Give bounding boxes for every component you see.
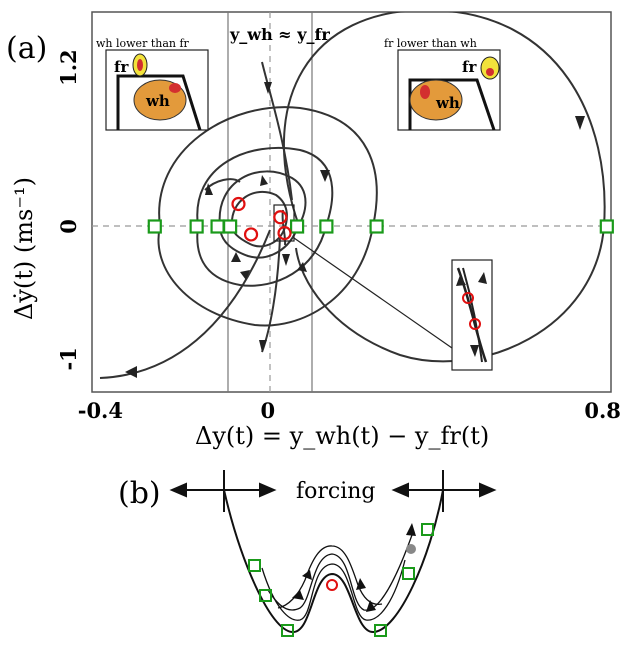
arrowhead-medium — [320, 170, 330, 182]
arrowhead-entry — [264, 82, 272, 94]
green-square-6 — [319, 219, 334, 234]
arrowhead-exit — [125, 366, 137, 378]
orbit-arrowhead-2 — [302, 570, 312, 580]
green-square-3 — [210, 219, 225, 234]
red-circle-2 — [243, 227, 259, 242]
panel-b-label: (b) — [118, 476, 161, 511]
zoom-inset-arrow-3 — [470, 345, 479, 357]
green-square-5 — [289, 219, 305, 234]
top-label: y_wh ≈ y_fr — [229, 25, 330, 44]
trajectory-exit-bottom-left — [99, 229, 271, 379]
x-tick-label: 0 — [260, 398, 275, 423]
arrowhead-left — [205, 183, 213, 195]
forcing-arrows — [169, 470, 497, 512]
arrowheads — [125, 82, 585, 378]
inset-left-wheel-contact — [169, 83, 181, 93]
inset-right-frame-contact — [486, 68, 494, 76]
inset-left-label-fr: fr — [114, 58, 129, 76]
inset-right: fr lower than wh fr wh — [384, 37, 501, 131]
inset-left: wh lower than fr fr wh — [96, 37, 209, 131]
red-circle-markers — [231, 196, 292, 242]
zoom-inset-arrow-1 — [456, 275, 466, 286]
zoom-inset-arrow-2 — [478, 272, 487, 284]
x-tick-label: 0.8 — [584, 398, 621, 423]
trajectory-big-loop — [283, 12, 606, 363]
inset-right-label-fr: fr — [462, 58, 477, 76]
inset-left-frame-contact — [137, 59, 143, 71]
panel-b-square-2 — [259, 589, 272, 602]
arrowhead-center — [282, 254, 290, 266]
x-axis-title: Δy(t) = y_wh(t) − y_fr(t) — [195, 422, 489, 450]
orbit-arrowhead-1 — [292, 590, 304, 600]
orbit-arrowheads — [292, 523, 416, 612]
panel-b-square-4 — [374, 624, 387, 637]
zoom-inset-red-circle-1 — [462, 292, 474, 304]
arrowhead-lower-tail — [259, 340, 267, 352]
panel-b-square-1 — [248, 559, 261, 572]
x-tick-labels: -0.4 0 0.8 — [78, 398, 621, 423]
forcing-arrow-right-head-1 — [391, 482, 409, 498]
inset-right-title: fr lower than wh — [384, 37, 477, 50]
plot-frame — [91, 11, 612, 393]
trajectory-entry-top — [261, 61, 293, 201]
forcing-arrow-right-head-2 — [479, 482, 497, 498]
red-circle-4 — [277, 226, 292, 241]
arrowhead-inner-2 — [231, 252, 241, 262]
orbit-arrowhead-3 — [356, 578, 366, 590]
trajectory-inner-loop-3 — [230, 190, 288, 248]
forcing-arrow-left-head-1 — [169, 482, 187, 498]
zoom-inset-red-circle-2 — [469, 318, 481, 330]
y-tick-label: 0 — [56, 219, 81, 234]
orbit-3 — [277, 545, 383, 609]
green-square-7 — [369, 219, 384, 234]
green-square-2 — [189, 219, 204, 234]
zoom-inset — [451, 259, 493, 371]
green-square-8 — [599, 219, 614, 234]
top-label-text: y_wh ≈ y_fr — [229, 25, 330, 44]
red-circle-1 — [231, 196, 246, 212]
inset-right-rail — [408, 78, 496, 131]
trajectory-medium-loop — [157, 106, 378, 327]
panel-b-grey-ball — [406, 544, 416, 554]
orbit-arrowhead-5 — [406, 523, 416, 536]
panel-b-red-circle — [326, 579, 338, 591]
panel-b-square-6 — [421, 523, 434, 536]
arrowhead-inner — [260, 175, 268, 186]
panel-b-square-5 — [402, 567, 415, 580]
green-square-4 — [223, 219, 238, 234]
orbit-1 — [261, 559, 406, 621]
green-square-1 — [147, 219, 162, 234]
y-axis-title: Δẏ(t) (ms⁻¹) — [10, 177, 38, 320]
red-circle-3 — [273, 210, 288, 225]
zoom-connector — [293, 237, 453, 349]
forcing-label: forcing — [296, 479, 376, 504]
panel-b-square-3 — [281, 624, 294, 637]
panel-a-label: (a) — [6, 31, 47, 66]
arrowhead-lower-right — [297, 262, 307, 272]
potential-well — [223, 489, 444, 634]
inset-left-title: wh lower than fr — [96, 37, 190, 50]
y-tick-label: 1.2 — [56, 49, 81, 86]
forcing-arrow-left-head-2 — [259, 482, 277, 498]
y-tick-label: -1 — [56, 347, 81, 370]
inset-right-label-wh: wh — [435, 94, 460, 112]
inset-left-rail — [116, 74, 202, 131]
y-tick-labels: -1 0 1.2 — [56, 49, 81, 370]
inset-right-wheel-contact — [420, 85, 430, 99]
zoom-inset-path-2 — [462, 267, 483, 363]
inset-left-label-wh: wh — [145, 92, 170, 110]
green-square-markers — [147, 219, 614, 234]
arrowhead-lower-left — [240, 270, 250, 280]
orbit-arrowhead-4 — [366, 600, 376, 612]
panel-b-green-markers — [248, 523, 434, 637]
arrowhead-big-loop — [575, 116, 585, 130]
potential-curve — [223, 489, 444, 634]
x-tick-label: -0.4 — [78, 398, 123, 423]
